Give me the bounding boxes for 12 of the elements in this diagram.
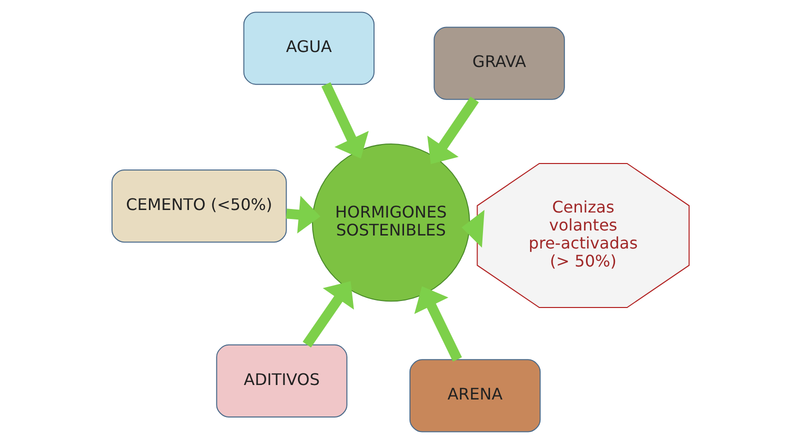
arrow xyxy=(321,82,369,159)
node-circle: HORMIGONES SOSTENIBLES xyxy=(312,144,470,302)
arrow xyxy=(286,196,320,234)
arrow xyxy=(462,210,484,248)
arrow xyxy=(302,281,354,348)
node-box: ADITIVOS xyxy=(216,344,348,418)
arrow xyxy=(414,286,462,362)
arrow xyxy=(427,96,479,164)
node-box: GRAVA xyxy=(434,26,565,100)
node-box: AGUA xyxy=(243,12,375,85)
node-box: CEMENTO (<50%) xyxy=(112,170,287,243)
node-box: ARENA xyxy=(409,359,541,432)
